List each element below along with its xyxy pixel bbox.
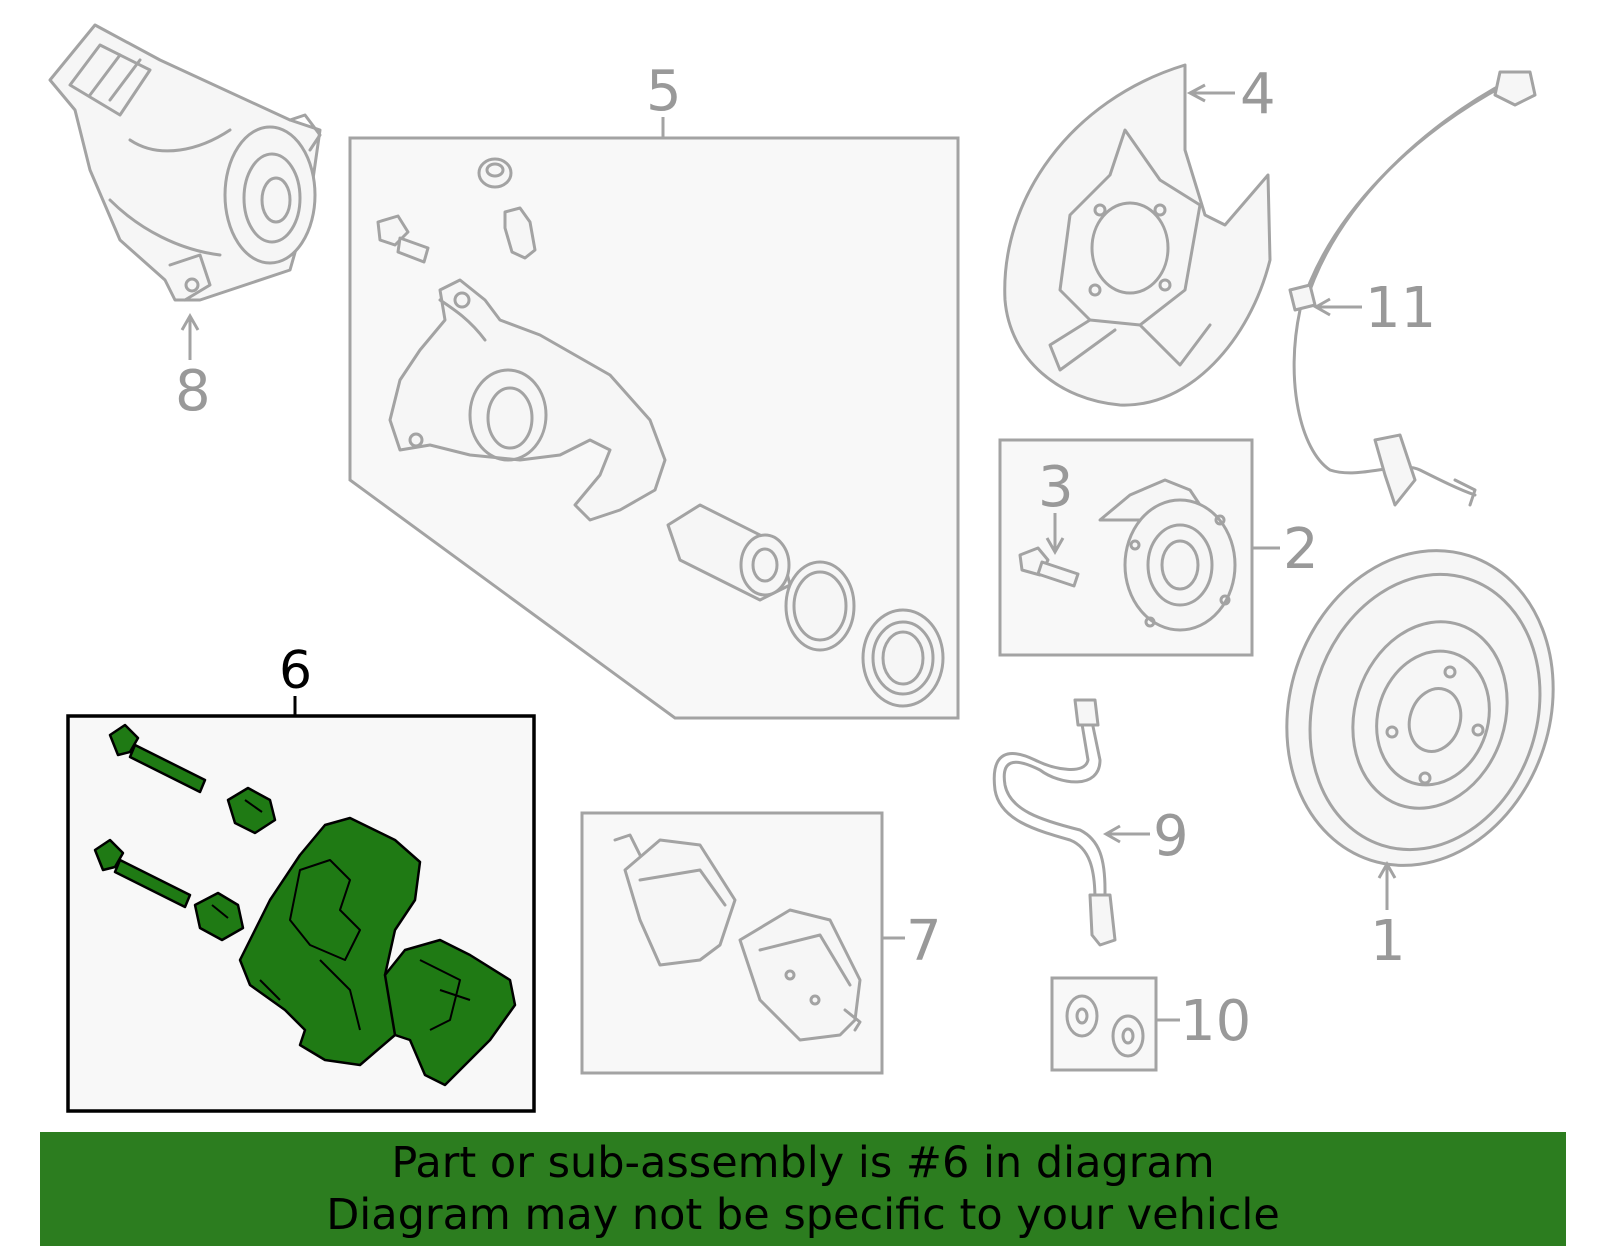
callout-8-label: 8 xyxy=(175,359,211,424)
part-9-brake-hose[interactable] xyxy=(992,698,1117,947)
callout-5-label: 5 xyxy=(646,59,682,124)
info-banner: Part or sub-assembly is #6 in diagram Di… xyxy=(40,1132,1566,1246)
callout-6-label: 6 xyxy=(279,641,312,701)
callout-7-label: 7 xyxy=(906,909,942,974)
callout-3-label: 3 xyxy=(1038,455,1074,520)
callout-4-label: 4 xyxy=(1240,62,1276,127)
callout-6: 6 xyxy=(279,641,312,716)
callout-10-label: 10 xyxy=(1180,989,1251,1054)
part-8-brake-motor[interactable] xyxy=(48,23,322,302)
callout-4: 4 xyxy=(1186,62,1276,127)
part-4-dust-shield[interactable] xyxy=(1003,63,1272,407)
part-11-abs-sensor[interactable] xyxy=(1288,70,1537,507)
part-6-caliper-highlighted[interactable] xyxy=(66,714,536,1113)
callout-11: 11 xyxy=(1312,276,1436,341)
part-10-washers[interactable] xyxy=(1050,976,1158,1072)
callout-1-label: 1 xyxy=(1370,909,1406,974)
part-1-rotor[interactable] xyxy=(1247,516,1593,901)
banner-line-1: Part or sub-assembly is #6 in diagram xyxy=(391,1138,1215,1188)
part-7-brake-pads[interactable] xyxy=(580,811,884,1075)
callout-8: 8 xyxy=(175,312,211,424)
callout-5: 5 xyxy=(646,59,682,138)
callout-9: 9 xyxy=(1102,804,1189,869)
callout-10: 10 xyxy=(1156,989,1251,1054)
callout-7: 7 xyxy=(882,909,942,974)
callout-11-label: 11 xyxy=(1365,276,1436,341)
callout-3: 3 xyxy=(1038,455,1074,556)
callout-2: 2 xyxy=(1252,517,1319,582)
callout-2-label: 2 xyxy=(1283,517,1319,582)
callout-9-label: 9 xyxy=(1153,804,1189,869)
banner-line-2: Diagram may not be specific to your vehi… xyxy=(326,1190,1280,1240)
part-5-caliper-box[interactable] xyxy=(348,136,960,720)
callout-1: 1 xyxy=(1370,860,1406,974)
